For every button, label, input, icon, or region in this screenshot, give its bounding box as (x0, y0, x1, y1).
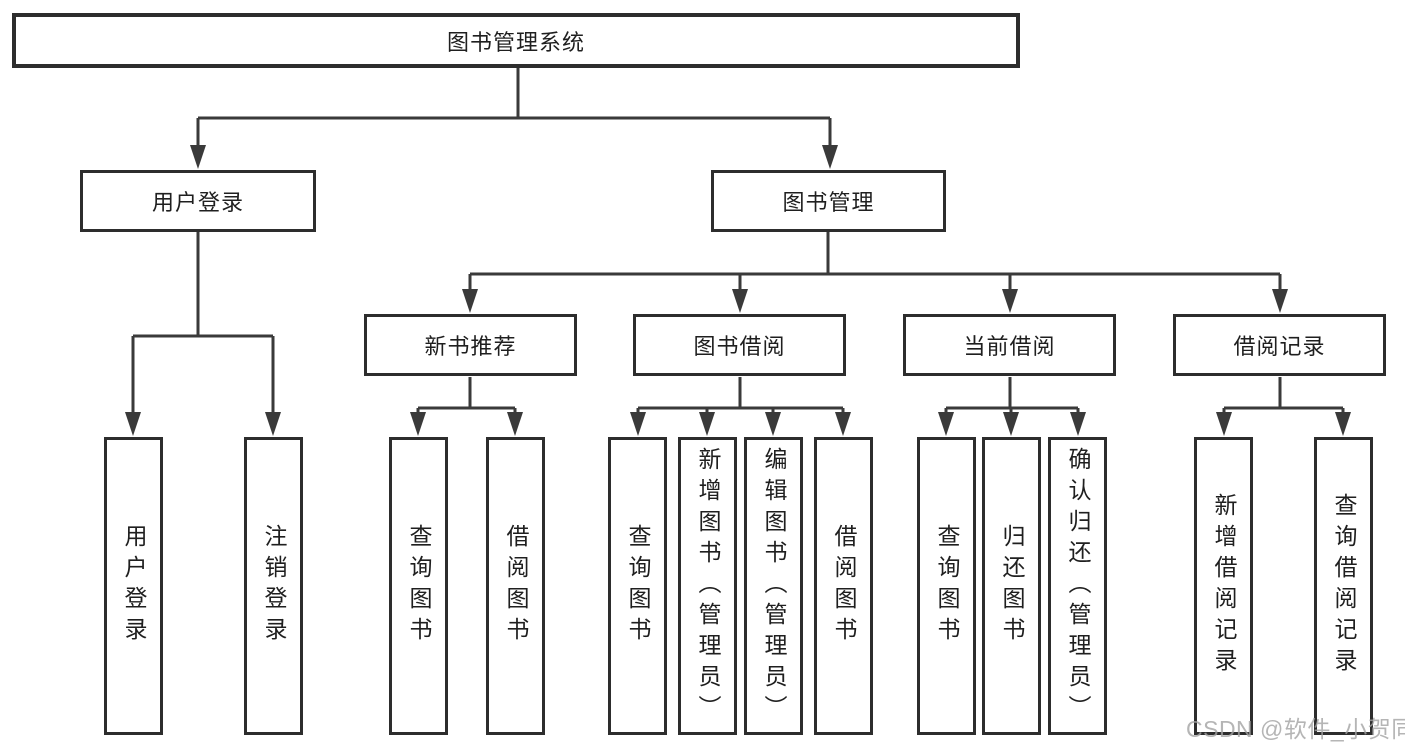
csdn-watermark: CSDN @软件_小贺同学 (1186, 716, 1405, 742)
node-label: 当前借阅 (963, 334, 1056, 359)
node-borrow-records: 借阅记录 (1173, 314, 1386, 376)
leaf-borrow-books: 借阅图书 (814, 437, 873, 735)
node-label: 确认归还（管理员） (1065, 446, 1091, 726)
leaf-user-login: 用户登录 (104, 437, 163, 735)
node-book-borrowing: 图书借阅 (633, 314, 846, 376)
node-label: 新增图书（管理员） (695, 446, 721, 726)
leaf-borrow-books-recommend: 借阅图书 (486, 437, 545, 735)
node-current-borrowing: 当前借阅 (903, 314, 1116, 376)
leaf-return-books: 归还图书 (982, 437, 1041, 735)
leaf-query-borrow-record: 查询借阅记录 (1314, 437, 1373, 735)
node-new-book-recommend: 新书推荐 (364, 314, 577, 376)
node-label: 图书管理系统 (446, 29, 585, 55)
node-label: 借阅记录 (1233, 334, 1326, 359)
leaf-confirm-return-admin: 确认归还（管理员） (1048, 437, 1107, 735)
leaf-query-books-current: 查询图书 (917, 437, 976, 735)
node-label: 查询图书 (625, 524, 651, 648)
leaf-logout: 注销登录 (244, 437, 303, 735)
node-label: 借阅图书 (831, 524, 857, 648)
leaf-query-books-recommend: 查询图书 (389, 437, 448, 735)
node-label: 编辑图书（管理员） (761, 446, 787, 726)
node-label: 借阅图书 (503, 524, 529, 648)
node-label: 注销登录 (261, 524, 287, 648)
arrowheads (125, 145, 1351, 436)
node-book-management: 图书管理 (711, 170, 946, 232)
node-label: 图书借阅 (693, 334, 786, 359)
node-library-system: 图书管理系统 (12, 13, 1020, 68)
node-label: 查询图书 (406, 524, 432, 648)
leaf-add-books-admin: 新增图书（管理员） (678, 437, 737, 735)
node-user-login: 用户登录 (80, 170, 316, 232)
node-label: 新书推荐 (424, 334, 517, 359)
node-label: 查询借阅记录 (1331, 493, 1357, 679)
node-label: 归还图书 (999, 524, 1025, 648)
node-label: 查询图书 (934, 524, 960, 648)
leaf-add-borrow-record: 新增借阅记录 (1194, 437, 1253, 735)
leaf-edit-books-admin: 编辑图书（管理员） (744, 437, 803, 735)
node-label: 图书管理 (782, 190, 875, 215)
node-label: 新增借阅记录 (1211, 493, 1237, 679)
node-label: 用户登录 (151, 190, 244, 215)
node-label: 用户登录 (121, 524, 147, 648)
leaf-query-books-borrow: 查询图书 (608, 437, 667, 735)
